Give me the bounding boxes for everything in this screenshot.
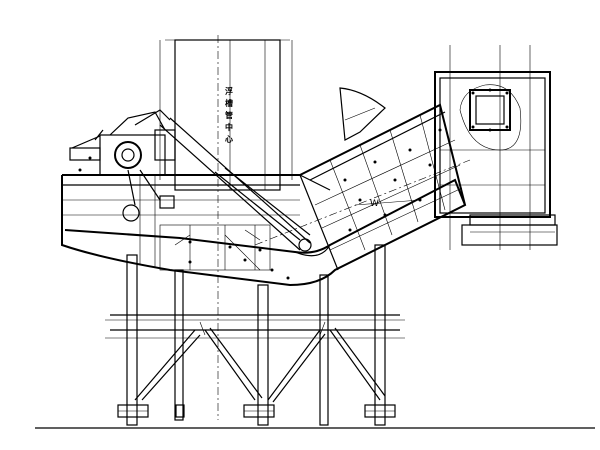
drive-assembly — [69, 109, 176, 222]
baffle-plate — [339, 87, 386, 141]
label-char-5: 心 — [225, 134, 233, 144]
screw-shaft — [159, 117, 312, 252]
label-char-4: 中 — [225, 122, 233, 132]
label-char-3: 管 — [225, 110, 233, 120]
support-frame — [105, 244, 405, 426]
discharge-box — [434, 45, 558, 250]
vertical-chute — [159, 35, 293, 420]
inspection-hatch — [469, 88, 511, 132]
internal-plates — [159, 224, 271, 271]
chute-center-label: 浮 槽 管 中 心 — [225, 86, 233, 144]
label-char-1: 浮 — [225, 86, 233, 96]
bolt-marks — [78, 128, 442, 280]
cross-bracing — [134, 321, 386, 403]
footings — [117, 404, 396, 418]
tank-body — [61, 174, 467, 287]
water-level-mark: W — [370, 199, 379, 209]
label-char-2: 槽 — [225, 98, 233, 108]
